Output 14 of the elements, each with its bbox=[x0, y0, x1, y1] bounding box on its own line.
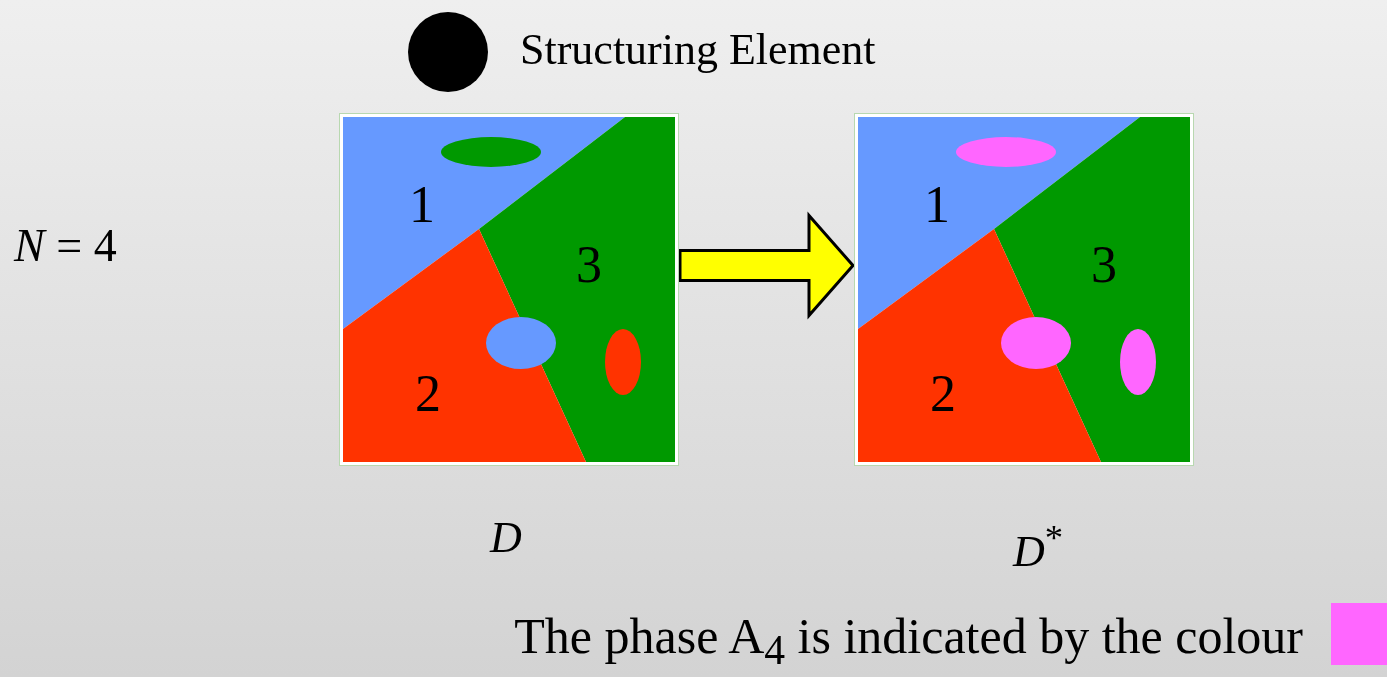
text-label: D$^{*}$ bbox=[1013, 516, 1064, 578]
region-number: 3 bbox=[1091, 239, 1117, 291]
phase-map-picture bbox=[340, 114, 678, 465]
phase-map-picture bbox=[855, 114, 1193, 465]
region-number: 3 bbox=[576, 239, 602, 291]
region-number: 2 bbox=[930, 368, 956, 420]
text-label: N = 4 bbox=[14, 219, 117, 273]
region-number: 2 bbox=[415, 368, 441, 420]
legend-text: The phase A$_{4}$ is indicated by the colour bbox=[514, 607, 1303, 675]
block-arrow bbox=[678, 211, 855, 320]
region-number: 1 bbox=[409, 179, 435, 231]
region-number: 1 bbox=[924, 179, 950, 231]
text-label: Structuring Element bbox=[520, 24, 876, 76]
text-label: D bbox=[490, 512, 522, 564]
